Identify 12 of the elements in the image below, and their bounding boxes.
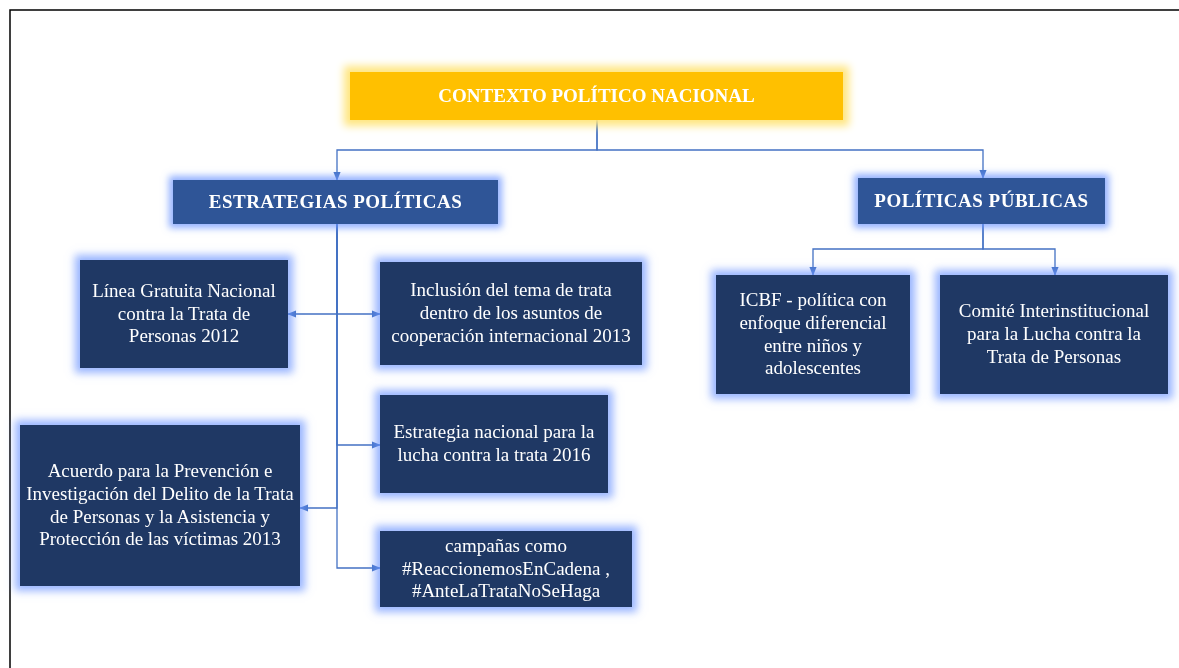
- item-box: Línea Gratuita Nacional contra la Trata de Personas 2012: [80, 260, 288, 368]
- item-box: ICBF - política con enfoque diferencial entre niños y adolescentes: [716, 275, 910, 394]
- item-box: Inclusión del tema de trata dentro de los asuntos de cooperación internacional 2013: [380, 262, 642, 365]
- title-box: CONTEXTO POLÍTICO NACIONAL: [350, 72, 843, 120]
- category-box: POLÍTICAS PÚBLICAS: [858, 178, 1105, 224]
- item-box: Acuerdo para la Prevención e Investigación del Delito de la Trata de Personas y la Asistencia y Protección de las víctimas 2013: [20, 425, 300, 586]
- connector-arrow: [596, 119, 987, 179]
- connector-arrow: [982, 223, 1059, 276]
- category-box: ESTRATEGIAS POLÍTICAS: [173, 180, 498, 224]
- item-box: campañas como #ReaccionemosEnCadena , #AnteLaTrataNoSeHaga: [380, 531, 632, 607]
- item-box: Comité Interinstitucional para la Lucha contra la Trata de Personas: [940, 275, 1168, 394]
- item-box: Estrategia nacional para la lucha contra la trata 2016: [380, 395, 608, 493]
